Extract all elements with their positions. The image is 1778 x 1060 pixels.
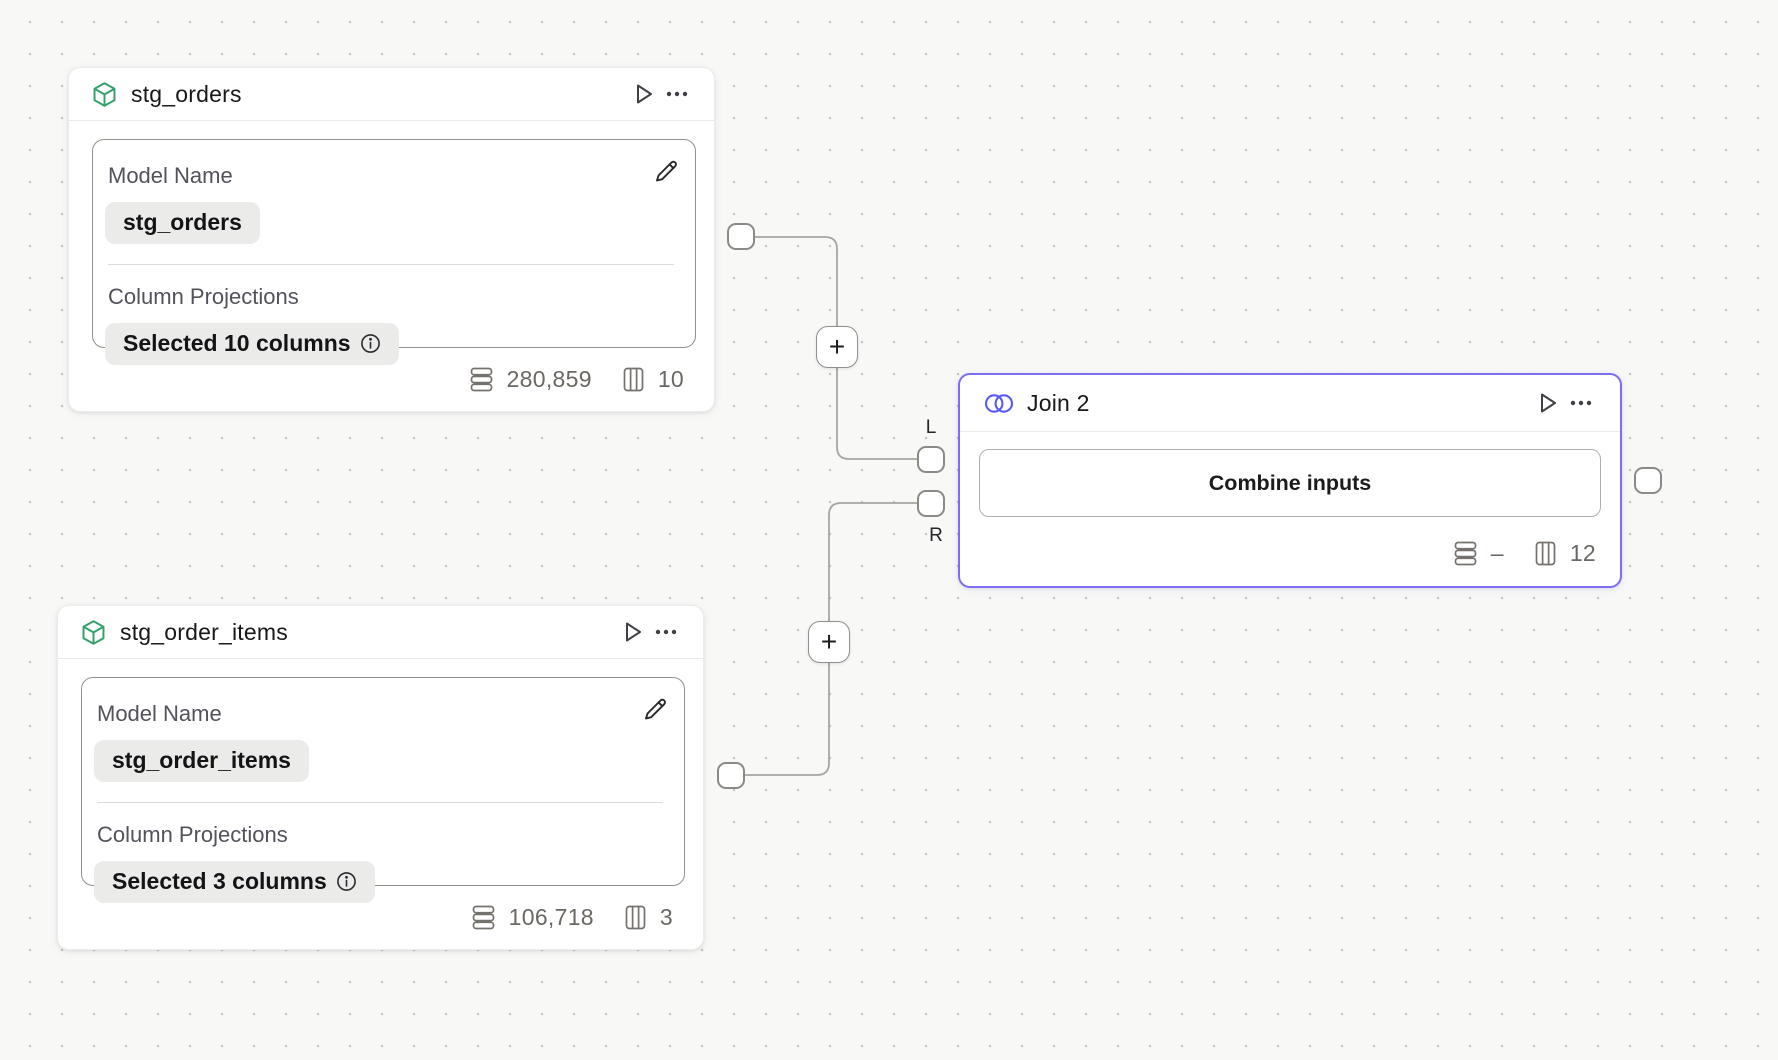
divider (97, 802, 663, 803)
columns-icon (622, 366, 645, 393)
output-port-stg-orders[interactable] (727, 223, 755, 250)
add-step-button-top-edge[interactable]: + (816, 326, 858, 368)
add-step-button-bottom-edge[interactable]: + (808, 621, 850, 663)
model-name-value-chip[interactable]: stg_orders (105, 202, 260, 244)
node-config-panel: Model Name stg_orders Column Projections… (92, 139, 696, 365)
combine-inputs-button[interactable]: Combine inputs (979, 449, 1601, 517)
node-stg-orders[interactable]: stg_orders Model Name stg_orders Column … (68, 67, 715, 412)
node-header: stg_orders (69, 68, 714, 121)
venn-icon (984, 393, 1014, 414)
column-projections-value: Selected 3 columns (112, 868, 327, 894)
node-title: stg_orders (131, 80, 242, 107)
column-projections-label: Column Projections (97, 822, 288, 847)
row-count-value: 280,859 (506, 365, 592, 392)
model-name-label: Model Name (97, 701, 222, 726)
node-header: Join 2 (960, 375, 1620, 432)
rows-icon (469, 366, 494, 393)
join-right-input-label: R (929, 525, 943, 546)
rows-icon (1453, 540, 1478, 567)
column-projections-chip[interactable]: Selected 3 columns (94, 861, 375, 903)
columns-icon (624, 904, 647, 931)
info-icon[interactable] (336, 871, 357, 892)
info-icon[interactable] (360, 333, 381, 354)
pencil-icon[interactable] (638, 692, 672, 726)
columns-icon (1534, 540, 1557, 567)
join-left-input-label: L (925, 417, 937, 438)
cube-icon (80, 619, 107, 646)
column-count-value: 3 (659, 903, 673, 930)
play-icon[interactable] (1530, 386, 1564, 420)
node-stats-footer: 280,859 10 (69, 347, 714, 411)
row-count-value: 106,718 (508, 903, 594, 930)
model-name-value-chip[interactable]: stg_order_items (94, 740, 309, 782)
column-projections-value: Selected 10 columns (123, 330, 351, 356)
play-icon[interactable] (615, 615, 649, 649)
play-icon[interactable] (626, 77, 660, 111)
column-projections-label: Column Projections (108, 284, 299, 309)
node-title: stg_order_items (120, 618, 288, 645)
column-projections-chip[interactable]: Selected 10 columns (105, 323, 399, 365)
divider (108, 264, 674, 265)
node-stats-footer: 106,718 3 (58, 885, 703, 949)
ellipsis-icon[interactable] (1564, 386, 1598, 420)
node-header: stg_order_items (58, 606, 703, 659)
rows-icon (471, 904, 496, 931)
row-count-value: – (1490, 539, 1504, 566)
node-join-2[interactable]: Join 2 Combine inputs – (958, 373, 1622, 588)
output-port-join[interactable] (1634, 467, 1662, 494)
output-port-stg-order-items[interactable] (717, 762, 745, 789)
input-port-join-right[interactable] (917, 490, 945, 517)
input-port-join-left[interactable] (917, 446, 945, 473)
pencil-icon[interactable] (649, 154, 683, 188)
ellipsis-icon[interactable] (660, 77, 694, 111)
model-name-label: Model Name (108, 163, 233, 188)
node-config-panel: Model Name stg_order_items Column Projec… (81, 677, 685, 903)
node-title: Join 2 (1027, 389, 1090, 416)
column-count-value: 10 (657, 365, 684, 392)
column-count-value: 12 (1569, 539, 1596, 566)
ellipsis-icon[interactable] (649, 615, 683, 649)
node-stg-order-items[interactable]: stg_order_items Model Name stg_order_ite… (57, 605, 704, 950)
cube-icon (91, 81, 118, 108)
node-stats-footer: – 12 (960, 520, 1620, 586)
